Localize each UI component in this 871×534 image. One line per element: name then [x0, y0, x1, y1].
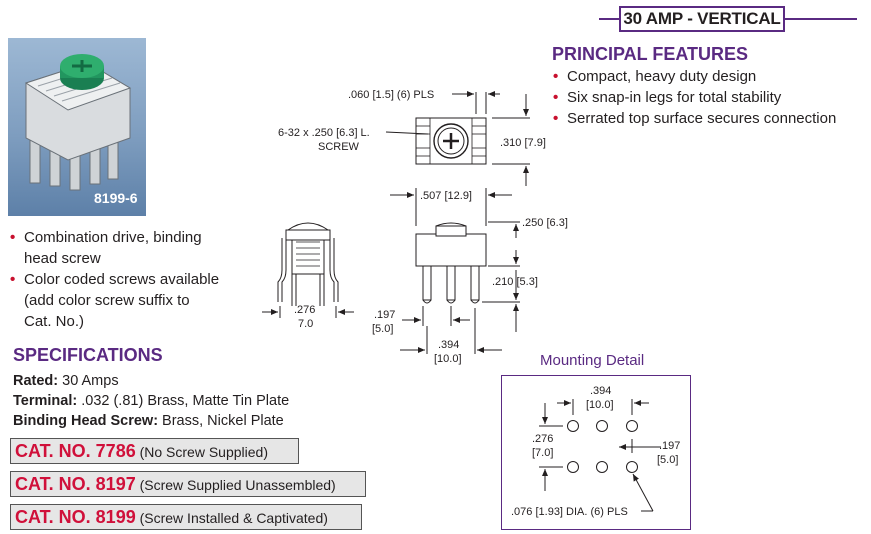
spec-terminal: Terminal: .032 (.81) Brass, Matte Tin Pl… — [13, 391, 289, 411]
list-item: Serrated top surface secures connection — [553, 108, 863, 129]
list-item: Combination drive, binding head screw — [10, 227, 220, 269]
mounting-detail-box — [501, 375, 691, 530]
front-view-body — [415, 233, 487, 267]
spec-rated: Rated: 30 Amps — [13, 371, 119, 391]
spec-binding-head-screw: Binding Head Screw: Brass, Nickel Plate — [13, 411, 284, 431]
header-rule-right — [785, 18, 857, 20]
page-title: 30 AMP - VERTICAL — [619, 6, 785, 32]
technical-drawing: .060 [1.5] (6) PLS 6-32 x .250 [6.3] L. … — [262, 89, 568, 365]
dim-197-inch: .197 — [374, 309, 395, 321]
dim-310-label: .310 [7.9] — [500, 137, 546, 149]
dim-060-label: .060 [1.5] (6) PLS — [348, 89, 434, 101]
photo-label: 8199-6 — [94, 190, 138, 206]
dim-394-inch: .394 — [438, 339, 459, 351]
mounting-hole — [567, 420, 579, 432]
principal-features-title: PRINCIPAL FEATURES — [552, 44, 749, 64]
dim-210-label: .210 [5.3] — [492, 276, 538, 288]
dim-197-mm: [5.0] — [372, 323, 393, 335]
principal-features-list: Compact, heavy duty design Six snap-in l… — [553, 66, 863, 129]
dim-394-mm: [10.0] — [434, 353, 462, 365]
catalog-8197: CAT. NO. 8197 (Screw Supplied Unassemble… — [10, 471, 366, 497]
catalog-description: (Screw Supplied Unassembled) — [135, 477, 336, 493]
screw-callout-line1: 6-32 x .250 [6.3] L. — [278, 127, 370, 139]
mount-dim-394-inch: .394 — [590, 385, 611, 397]
list-item: Compact, heavy duty design — [553, 66, 863, 87]
mount-dim-276-mm: [7.0] — [532, 447, 553, 459]
dim-250-label: .250 [6.3] — [522, 217, 568, 229]
screw-head-top — [433, 123, 469, 159]
catalog-description: (No Screw Supplied) — [135, 444, 268, 460]
hole-diameter-note: .076 [1.93] DIA. (6) PLS — [511, 506, 628, 518]
catalog-7786: CAT. NO. 7786 (No Screw Supplied) — [10, 438, 299, 464]
mounting-hole — [596, 420, 608, 432]
spec-label: Rated: — [13, 373, 59, 389]
mounting-detail-title: Mounting Detail — [540, 352, 645, 369]
mount-dim-394-mm: [10.0] — [586, 399, 614, 411]
spec-value: Brass, Nickel Plate — [158, 413, 284, 429]
mounting-hole — [596, 461, 608, 473]
catalog-description: (Screw Installed & Captivated) — [135, 510, 328, 526]
catalog-8199: CAT. NO. 8199 (Screw Installed & Captiva… — [10, 504, 362, 530]
spec-label: Terminal: — [13, 393, 78, 409]
header-rule-left — [599, 18, 621, 20]
front-view-leg — [446, 265, 456, 301]
front-view-leg — [422, 265, 432, 301]
specifications-title: SPECIFICATIONS — [13, 345, 163, 365]
mounting-detail-drawing: .394 [10.0] .276 [7.0] .197 [5.0] .076 [… — [511, 385, 680, 518]
spec-label: Binding Head Screw: — [13, 413, 159, 429]
mounting-hole — [626, 461, 638, 473]
spec-value: .032 (.81) Brass, Matte Tin Plate — [77, 393, 290, 409]
list-item: Six snap-in legs for total stability — [553, 87, 863, 108]
dim-507-label: .507 [12.9] — [420, 190, 472, 202]
left-feature-list: Combination drive, binding head screw Co… — [10, 227, 220, 332]
catalog-number: CAT. NO. 7786 — [15, 441, 136, 461]
catalog-number: CAT. NO. 8197 — [15, 474, 136, 494]
dim-276-mm: 7.0 — [298, 318, 313, 330]
terminal-block-illustration — [24, 54, 132, 191]
mount-dim-197-mm: [5.0] — [657, 454, 678, 466]
mount-dim-197-inch: .197 — [659, 440, 680, 452]
side-view-screw — [286, 222, 330, 231]
front-view-leg — [470, 265, 480, 301]
mount-dim-276-inch: .276 — [532, 433, 553, 445]
catalog-number: CAT. NO. 8199 — [15, 507, 136, 527]
mounting-hole — [567, 461, 579, 473]
product-photo: 8199-6 — [8, 38, 146, 216]
screw-callout-line2: SCREW — [318, 141, 360, 153]
top-view-body — [415, 117, 487, 165]
list-item: Color coded screws available (add color … — [10, 269, 220, 332]
mounting-hole — [626, 420, 638, 432]
dim-276-inch: .276 — [294, 304, 315, 316]
spec-value: 30 Amps — [58, 373, 119, 389]
